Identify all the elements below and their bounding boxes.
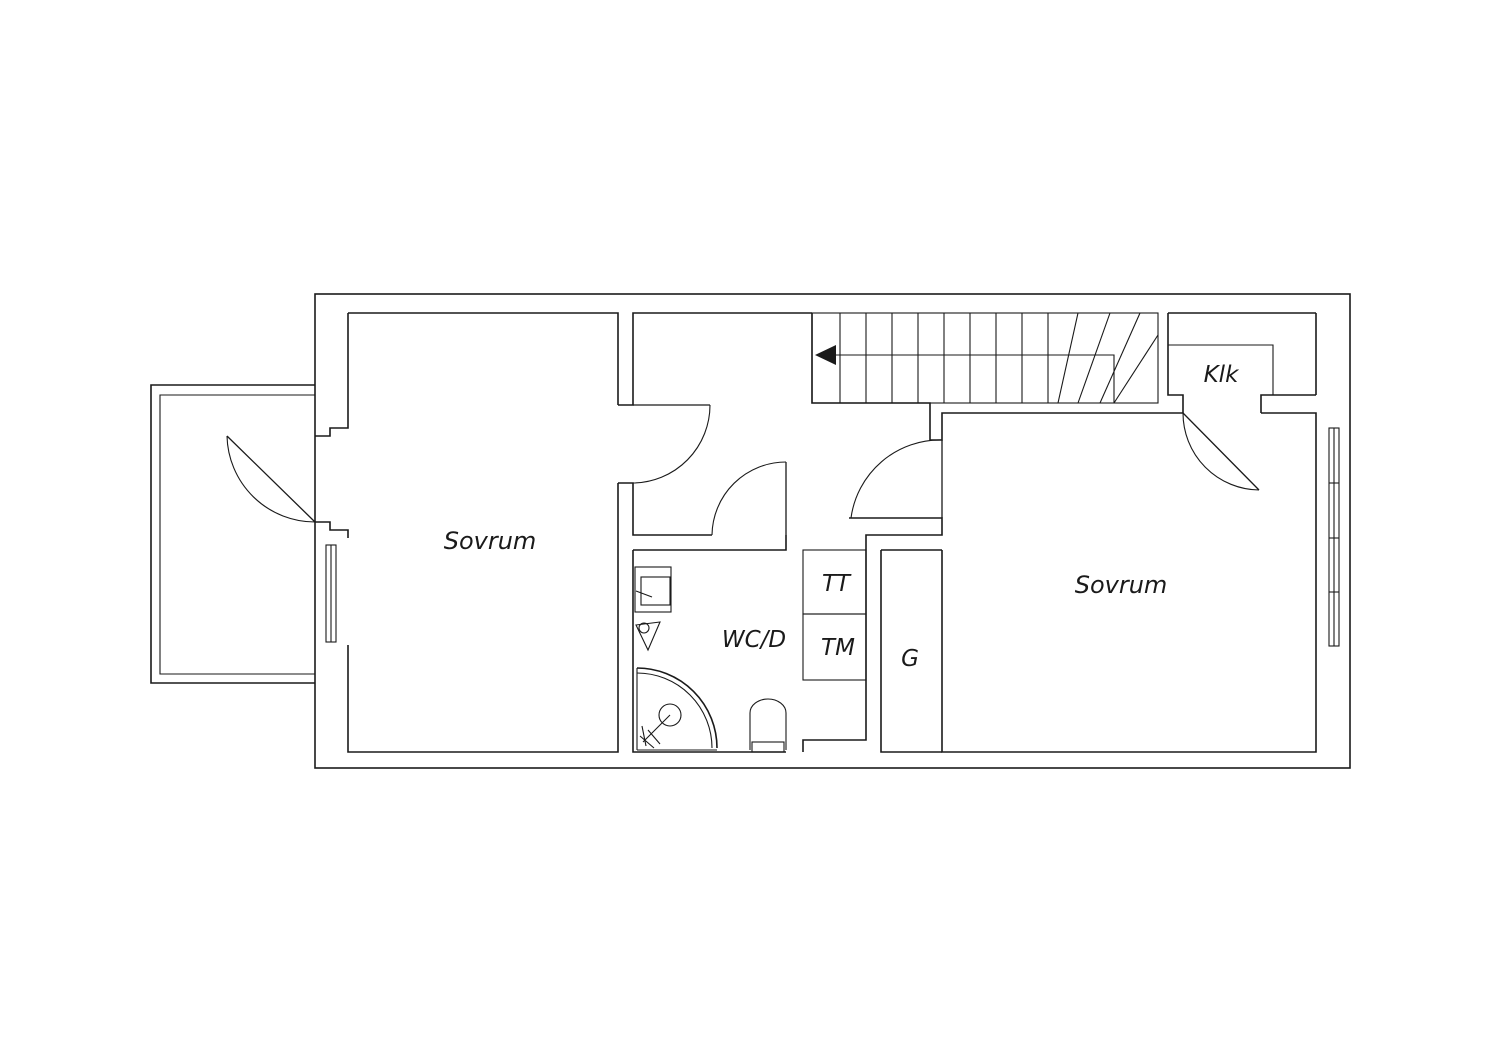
- basin-icon: [635, 621, 661, 652]
- laundry-units: [802, 549, 867, 681]
- storage-g: [880, 549, 942, 753]
- staircase: [811, 312, 1159, 404]
- stair-arrow-icon: [815, 345, 836, 365]
- label-g: G: [901, 646, 919, 672]
- door-bathroom: [711, 461, 787, 536]
- sink-icon: [634, 566, 672, 613]
- left-bedroom-walls: [315, 312, 619, 753]
- window-left: [325, 544, 337, 643]
- label-wcd: WC/D: [722, 627, 786, 653]
- room-labels: Sovrum Sovrum Klk WC/D TT TM G: [444, 362, 1240, 672]
- door-right-bedroom: [850, 439, 943, 519]
- closet-klk: [1168, 344, 1274, 491]
- shower-icon: [636, 667, 718, 751]
- toilet-icon: [749, 698, 787, 753]
- window-right: [1328, 427, 1340, 647]
- label-sovrum-left: Sovrum: [444, 527, 537, 555]
- outer-walls: [314, 293, 1351, 769]
- hall-walls: [618, 312, 1183, 551]
- door-balcony: [226, 435, 316, 523]
- right-bedroom-walls: [941, 312, 1317, 753]
- label-tt: TT: [822, 571, 852, 597]
- balcony: [150, 384, 315, 684]
- label-tm: TM: [821, 635, 855, 661]
- label-sovrum-right: Sovrum: [1075, 571, 1168, 599]
- label-klk: Klk: [1204, 362, 1240, 388]
- door-left-bedroom: [632, 404, 711, 484]
